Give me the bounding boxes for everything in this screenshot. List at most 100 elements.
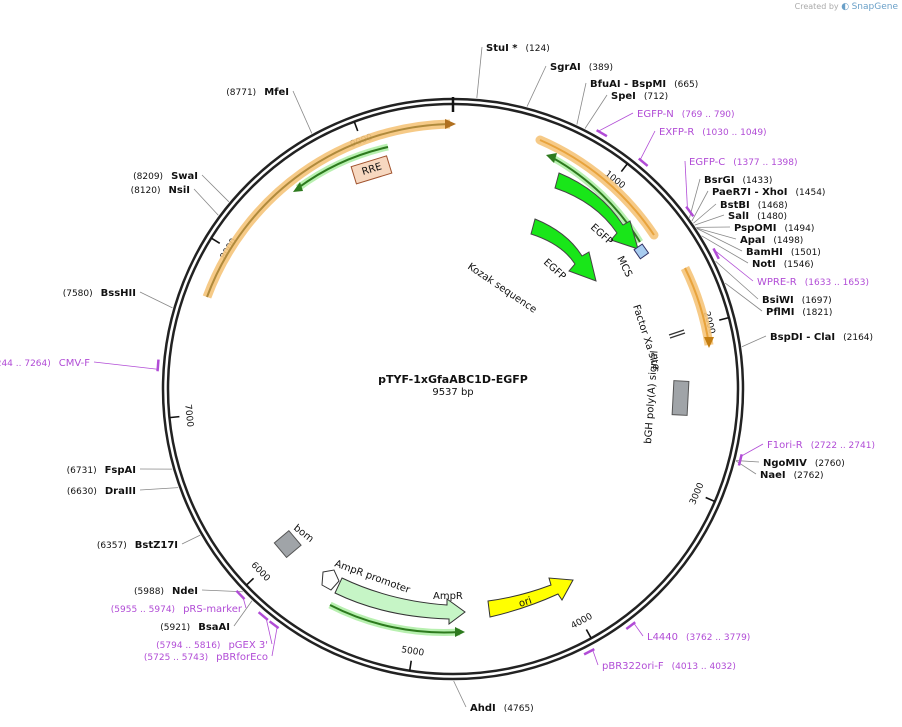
primer-name: pBR322ori-F bbox=[602, 661, 664, 672]
site-label[interactable]: (6731)FspAI bbox=[67, 465, 136, 476]
site-leader-line bbox=[701, 235, 749, 264]
primer-label[interactable]: EXFP-R(1030 .. 1049) bbox=[659, 127, 767, 138]
site-name: SwaI bbox=[171, 171, 198, 182]
primer-label[interactable]: EGFP-N(769 .. 790) bbox=[637, 109, 735, 120]
site-leader-line bbox=[139, 487, 179, 491]
site-label[interactable]: (7580)BssHII bbox=[63, 288, 136, 299]
site-name: BstZ17I bbox=[135, 540, 178, 551]
site-label[interactable]: PflMI(1821) bbox=[766, 307, 832, 318]
snapgene-logo-icon: ◐ bbox=[841, 2, 850, 12]
tick-mark bbox=[353, 121, 359, 132]
factor-xa-mark-1 bbox=[668, 329, 685, 336]
primer-label[interactable]: pBR322ori-F (4013 .. 4032) bbox=[602, 661, 736, 672]
primer-leader-line bbox=[741, 443, 764, 457]
site-label[interactable]: BsrGI(1433) bbox=[704, 175, 772, 186]
site-label[interactable]: ApaI(1498) bbox=[740, 235, 803, 246]
site-leader-line bbox=[181, 534, 201, 545]
primer-name: EXFP-R bbox=[659, 127, 694, 138]
site-name: BamHI bbox=[746, 247, 783, 258]
factor-xa-mark-2 bbox=[669, 332, 686, 339]
orange-arc-egfp-line bbox=[539, 139, 655, 236]
site-position: (124) bbox=[526, 44, 550, 54]
site-leader-line bbox=[201, 174, 230, 203]
site-label[interactable]: BsiWI(1697) bbox=[762, 295, 832, 306]
site-label[interactable]: BamHI(1501) bbox=[746, 247, 821, 258]
primer-name: CMV-F bbox=[59, 358, 90, 369]
site-label[interactable]: PaeR7I - XhoI(1454) bbox=[712, 187, 825, 198]
bgh-label: bGH poly(A) signal bbox=[643, 350, 660, 444]
site-position: (1480) bbox=[757, 212, 787, 222]
site-name: PspOMI bbox=[734, 223, 776, 234]
orange-arc-rre-line bbox=[206, 123, 451, 298]
bom-box bbox=[273, 529, 302, 559]
primer-label[interactable]: (5955 .. 5974)pRS-marker bbox=[111, 604, 243, 615]
primer-label[interactable]: (5794 .. 5816)pGEX 3' bbox=[156, 640, 268, 651]
site-position: (1498) bbox=[773, 236, 803, 246]
primer-name: L4440 bbox=[647, 632, 678, 643]
tick-mark bbox=[169, 415, 180, 419]
site-label[interactable]: (5921)BsaAI bbox=[160, 622, 230, 633]
site-label[interactable]: BspDI - ClaI (2164) bbox=[770, 332, 873, 343]
site-label[interactable]: AhdI(4765) bbox=[470, 703, 534, 714]
site-label[interactable]: (6630)DraIII bbox=[67, 486, 136, 497]
site-label[interactable]: SalI(1480) bbox=[728, 211, 787, 222]
site-label[interactable]: (8771) MfeI bbox=[226, 87, 289, 98]
egfp-label-1: EGFP bbox=[588, 222, 615, 247]
primer-label[interactable]: L4440(3762 .. 3779) bbox=[647, 632, 750, 643]
green-arc-ampr-arrow bbox=[455, 627, 465, 637]
site-name: NaeI bbox=[760, 470, 786, 481]
site-name: BspDI - ClaI bbox=[770, 332, 835, 343]
primer-name: WPRE-R bbox=[757, 277, 797, 288]
primer-label[interactable]: F1ori-R(2722 .. 2741) bbox=[767, 440, 875, 451]
primer-range: (4013 .. 4032) bbox=[672, 662, 736, 672]
site-label[interactable]: (8209)SwaI bbox=[133, 171, 198, 182]
site-label[interactable]: StuI *(124) bbox=[486, 43, 550, 54]
site-position: (2164) bbox=[843, 333, 873, 343]
bgh-polya-box bbox=[671, 380, 690, 416]
primer-label[interactable]: (5725 .. 5743)pBRforEco bbox=[144, 652, 268, 663]
site-label[interactable]: SgrAI(389) bbox=[550, 62, 613, 73]
orange-arc-rre-arrow bbox=[445, 119, 456, 129]
site-position: (6630) bbox=[67, 487, 97, 497]
site-label[interactable]: (5988)NdeI bbox=[134, 586, 198, 597]
tick-label: 7000 bbox=[182, 404, 194, 428]
site-label[interactable]: NotI(1546) bbox=[752, 259, 814, 270]
primer-label[interactable]: EGFP-C(1377 .. 1398) bbox=[689, 157, 798, 168]
primer-name: EGFP-N bbox=[637, 109, 674, 120]
primer-mark bbox=[268, 620, 280, 630]
site-name: MfeI bbox=[264, 87, 289, 98]
site-label[interactable]: (8120) NsiI bbox=[131, 185, 190, 196]
primer-name: F1ori-R bbox=[767, 440, 803, 451]
site-name: AhdI bbox=[470, 703, 496, 714]
site-label[interactable]: (6357)BstZ17I bbox=[97, 540, 178, 551]
ampr-promoter-arrow bbox=[321, 569, 340, 591]
site-position: (1433) bbox=[742, 176, 772, 186]
site-position: (6731) bbox=[67, 466, 97, 476]
primer-range: (7244 .. 7264) bbox=[0, 359, 51, 369]
site-position: (2760) bbox=[815, 459, 845, 469]
tick-mark bbox=[620, 163, 629, 173]
site-label[interactable]: NaeI(2762) bbox=[760, 470, 824, 481]
site-label[interactable]: SpeI(712) bbox=[611, 91, 668, 102]
site-label[interactable]: PspOMI(1494) bbox=[734, 223, 814, 234]
primer-leader-line bbox=[598, 112, 634, 132]
site-leader-line bbox=[233, 600, 253, 627]
mcs-box bbox=[633, 243, 650, 260]
site-name: NsiI bbox=[169, 185, 190, 196]
site-leader-line bbox=[193, 188, 219, 216]
site-label[interactable]: BfuAI - BspMI(665) bbox=[590, 79, 698, 90]
primer-name: EGFP-C bbox=[689, 157, 725, 168]
site-position: (8120) bbox=[131, 186, 161, 196]
tick-mark bbox=[705, 496, 716, 503]
site-position: (1697) bbox=[802, 296, 832, 306]
watermark-brand: SnapGene bbox=[851, 2, 898, 12]
site-position: (389) bbox=[589, 63, 613, 73]
primer-label[interactable]: WPRE-R(1633 .. 1653) bbox=[757, 277, 869, 288]
primer-leader-line bbox=[592, 649, 599, 666]
primer-label[interactable]: (7244 .. 7264) CMV-F bbox=[0, 358, 90, 369]
site-label[interactable]: NgoMIV(2760) bbox=[763, 458, 845, 469]
tick-mark bbox=[585, 629, 592, 639]
site-leader-line bbox=[526, 65, 547, 107]
site-label[interactable]: BstBI(1468) bbox=[720, 200, 788, 211]
site-position: (8771) bbox=[226, 88, 256, 98]
